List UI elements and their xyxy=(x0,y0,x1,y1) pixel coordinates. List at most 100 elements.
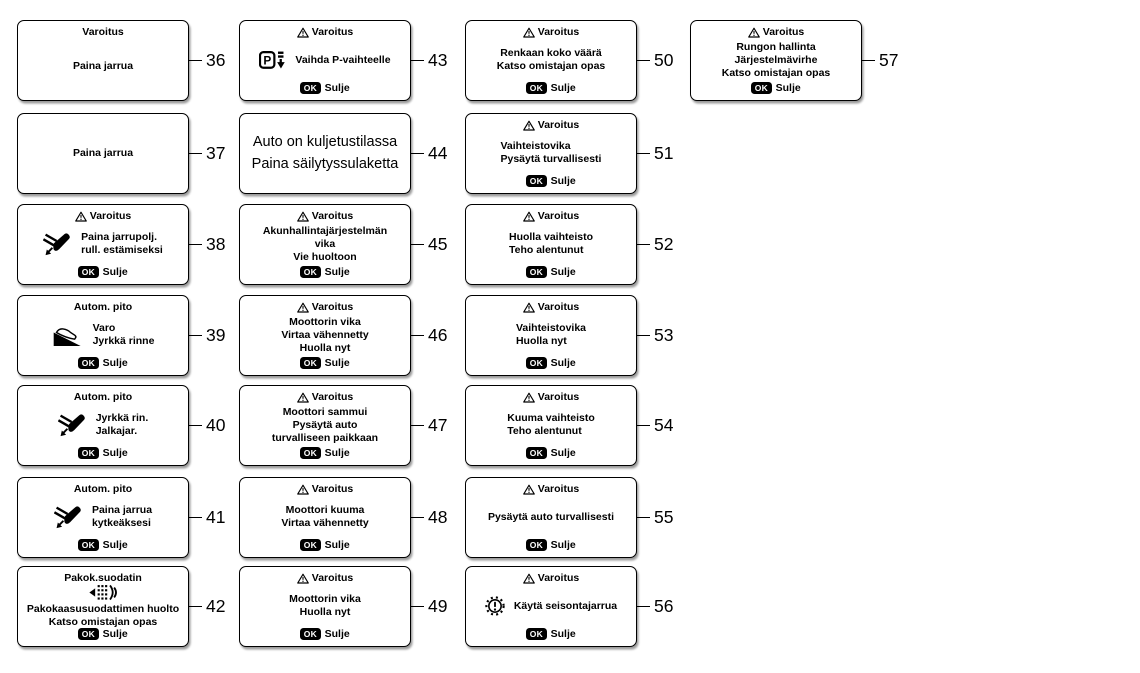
ok-close-label: Sulje xyxy=(550,82,576,94)
message-line: Virtaa vähennetty xyxy=(281,517,369,530)
connector-line xyxy=(189,60,202,61)
connector-line xyxy=(637,60,650,61)
warning-triangle-icon xyxy=(522,120,535,131)
hill-descent-icon xyxy=(52,324,84,347)
warning-title-row: Autom. pito xyxy=(74,301,132,314)
warning-title-row: Autom. pito xyxy=(74,483,132,496)
message-line: Paina säilytyssulaketta xyxy=(251,155,399,172)
warning-triangle-icon xyxy=(296,211,309,222)
message-line: Huolla vaihteisto xyxy=(508,231,593,244)
warning-triangle-icon xyxy=(747,27,760,38)
message-line: Moottori sammui xyxy=(282,405,368,418)
ok-close-label: Sulje xyxy=(324,447,350,459)
warning-title: Varoitus xyxy=(311,483,354,495)
ok-badge: OK xyxy=(300,447,321,459)
ok-badge: OK xyxy=(526,447,547,459)
message-line: Vaihda P-vaihteelle xyxy=(295,53,391,66)
ref-number: 41 xyxy=(206,507,226,527)
message-lines: Jyrkkä rin.Jalkajar. xyxy=(96,412,149,438)
ref-number: 53 xyxy=(654,325,674,345)
warning-title: Pakok.suodatin xyxy=(64,572,142,584)
ok-badge: OK xyxy=(526,175,547,187)
message-line: Käytä seisontajarrua xyxy=(513,599,618,612)
warning-title-row: Pakok.suodatin xyxy=(64,572,142,585)
ok-close-label: Sulje xyxy=(324,82,350,94)
connector-line xyxy=(637,517,650,518)
warning-title: Varoitus xyxy=(537,301,580,313)
connector-line xyxy=(189,425,202,426)
ref-number: 49 xyxy=(428,596,448,616)
warning-title-row: Varoitus xyxy=(747,26,804,39)
message-lines: Vaihda P-vaihteelle xyxy=(295,54,390,67)
warning-box: Paina jarrua xyxy=(17,113,189,194)
brake-pedal-icon xyxy=(53,504,83,530)
ok-badge: OK xyxy=(526,357,547,369)
ok-close-label: Sulje xyxy=(324,357,350,369)
ok-close-label: Sulje xyxy=(550,266,576,278)
connector-line xyxy=(637,606,650,607)
message-line: Huolla nyt xyxy=(299,341,351,354)
ref-number: 51 xyxy=(654,143,674,163)
message-line: Moottorin vika xyxy=(289,315,361,328)
warning-title-row: Varoitus xyxy=(522,119,579,132)
ok-badge: OK xyxy=(751,82,772,94)
ok-badge: OK xyxy=(300,539,321,551)
ok-close-label: Sulje xyxy=(102,539,128,551)
warning-triangle-icon xyxy=(296,573,309,584)
warning-title-row: Varoitus xyxy=(296,301,353,314)
ok-close-label: Sulje xyxy=(324,539,350,551)
parking-brake-icon xyxy=(485,596,505,616)
warning-triangle-icon xyxy=(522,27,535,38)
message-line: Jalkajar. xyxy=(95,425,138,438)
message-line: Katso omistajan opas xyxy=(496,60,606,73)
warning-title-row: Varoitus xyxy=(296,483,354,496)
ref-number: 37 xyxy=(206,143,226,163)
message-body: Jyrkkä rin.Jalkajar. xyxy=(22,404,184,447)
ref-number: 36 xyxy=(206,50,226,70)
message-line: Pysäytä turvallisesti xyxy=(500,153,602,166)
connector-line xyxy=(411,60,424,61)
message-line: Vaihteistovika xyxy=(515,322,587,335)
warning-title: Varoitus xyxy=(311,572,354,584)
warning-title: Varoitus xyxy=(537,26,580,38)
ref-number: 56 xyxy=(654,596,674,616)
ref-number: 48 xyxy=(428,507,448,527)
ref-number: 40 xyxy=(206,415,226,435)
warning-title-row: Varoitus xyxy=(522,210,579,223)
ref-number: 57 xyxy=(879,50,899,70)
warning-triangle-icon xyxy=(522,302,535,313)
warning-title-row: Varoitus xyxy=(82,26,123,39)
warning-title: Varoitus xyxy=(537,483,580,495)
connector-line xyxy=(637,244,650,245)
brake-pedal-icon xyxy=(43,231,72,257)
ref-number: 42 xyxy=(206,596,226,616)
warning-title-row: Varoitus xyxy=(296,210,353,223)
